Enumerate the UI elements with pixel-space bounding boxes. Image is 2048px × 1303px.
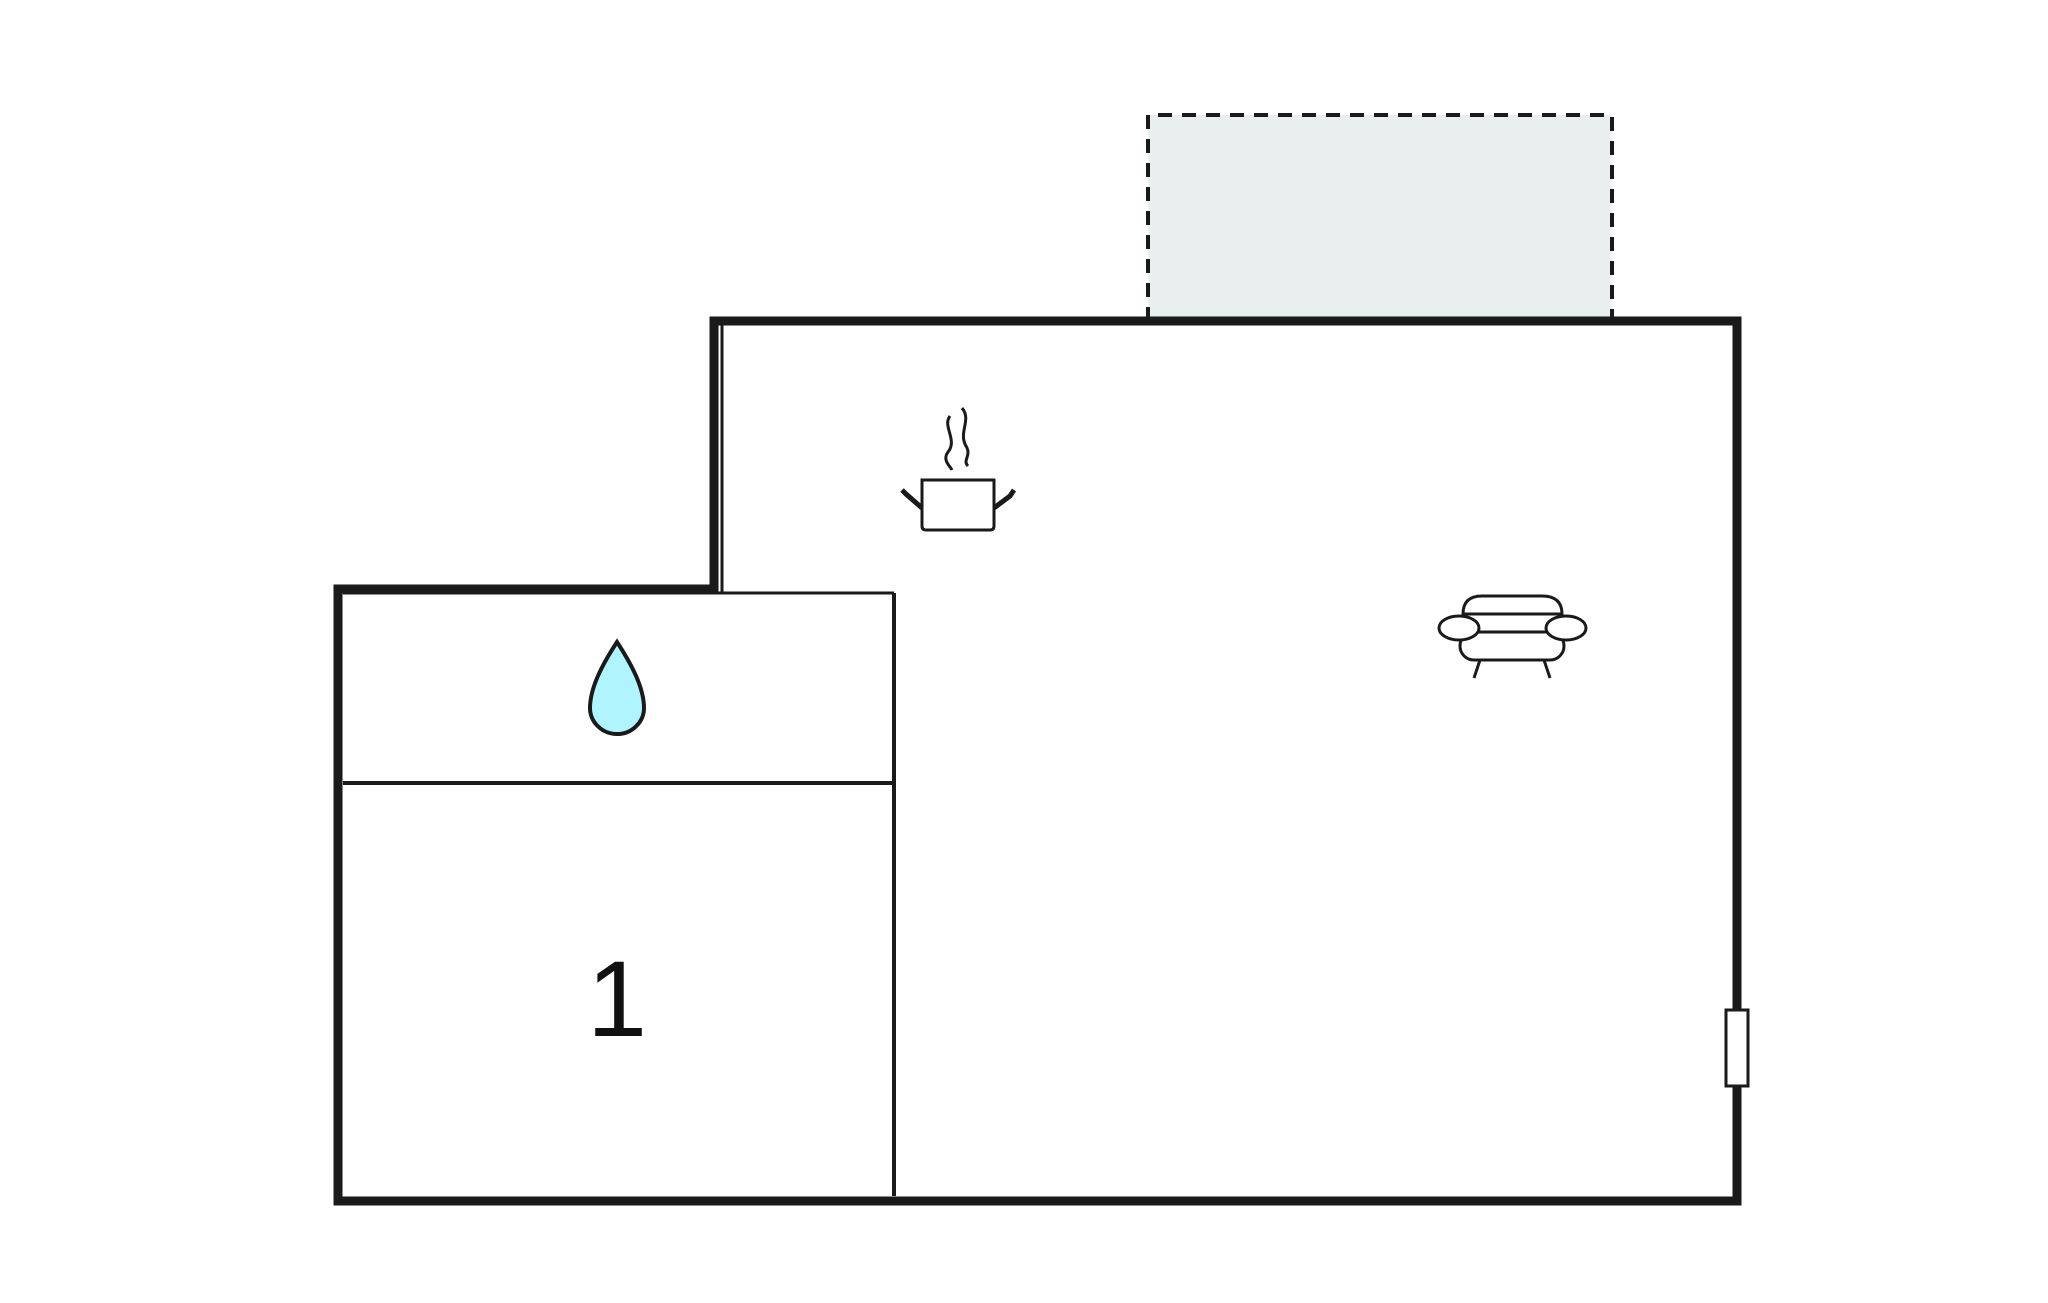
outer-walls [333, 316, 1742, 1206]
window [1724, 1008, 1750, 1088]
terrace-outline [1146, 113, 1614, 321]
sofa-icon [1437, 594, 1588, 679]
bedroom-number-label: 1 [587, 938, 647, 1059]
terrace [1146, 113, 1614, 321]
terrace-area [1148, 115, 1612, 321]
water-drop-icon [587, 638, 647, 737]
cooking-pot-icon [900, 407, 1017, 532]
